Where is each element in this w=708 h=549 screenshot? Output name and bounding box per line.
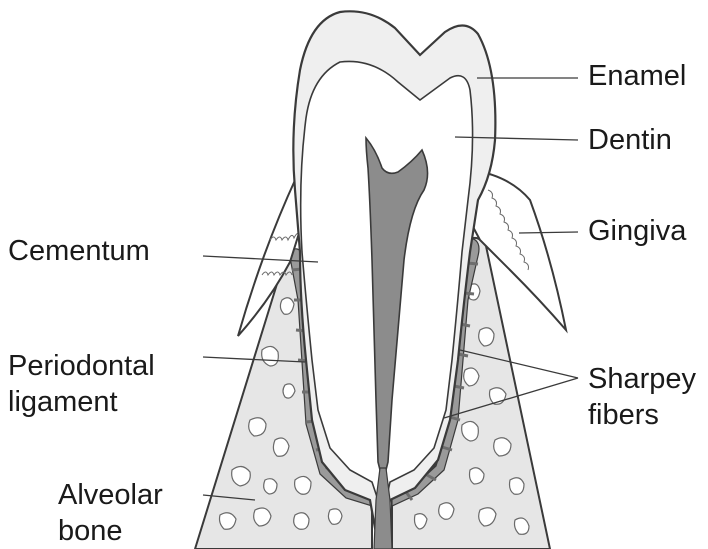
periodontal-ligament-line-2: ligament <box>8 384 155 420</box>
alveolar-bone-line-1: Alveolar <box>58 477 163 513</box>
gingiva-label-text: Gingiva <box>588 213 686 249</box>
enamel-label-text: Enamel <box>588 58 686 94</box>
periodontal-ligament-label: Periodontal ligament <box>8 348 155 420</box>
alveolar-bone-line-2: bone <box>58 513 163 549</box>
cementum-label-text: Cementum <box>8 233 150 269</box>
enamel-label: Enamel <box>588 58 686 94</box>
cementum-label: Cementum <box>8 233 150 269</box>
periodontal-ligament-line-1: Periodontal <box>8 348 155 384</box>
dentin-label: Dentin <box>588 122 672 158</box>
dentin-label-text: Dentin <box>588 122 672 158</box>
gingiva-label: Gingiva <box>588 213 686 249</box>
alveolar-bone-label: Alveolar bone <box>58 477 163 549</box>
sharpey-fibers-line-1: Sharpey <box>588 361 696 397</box>
sharpey-fibers-line-2: fibers <box>588 397 696 433</box>
sharpey-fibers-label: Sharpey fibers <box>588 361 696 433</box>
